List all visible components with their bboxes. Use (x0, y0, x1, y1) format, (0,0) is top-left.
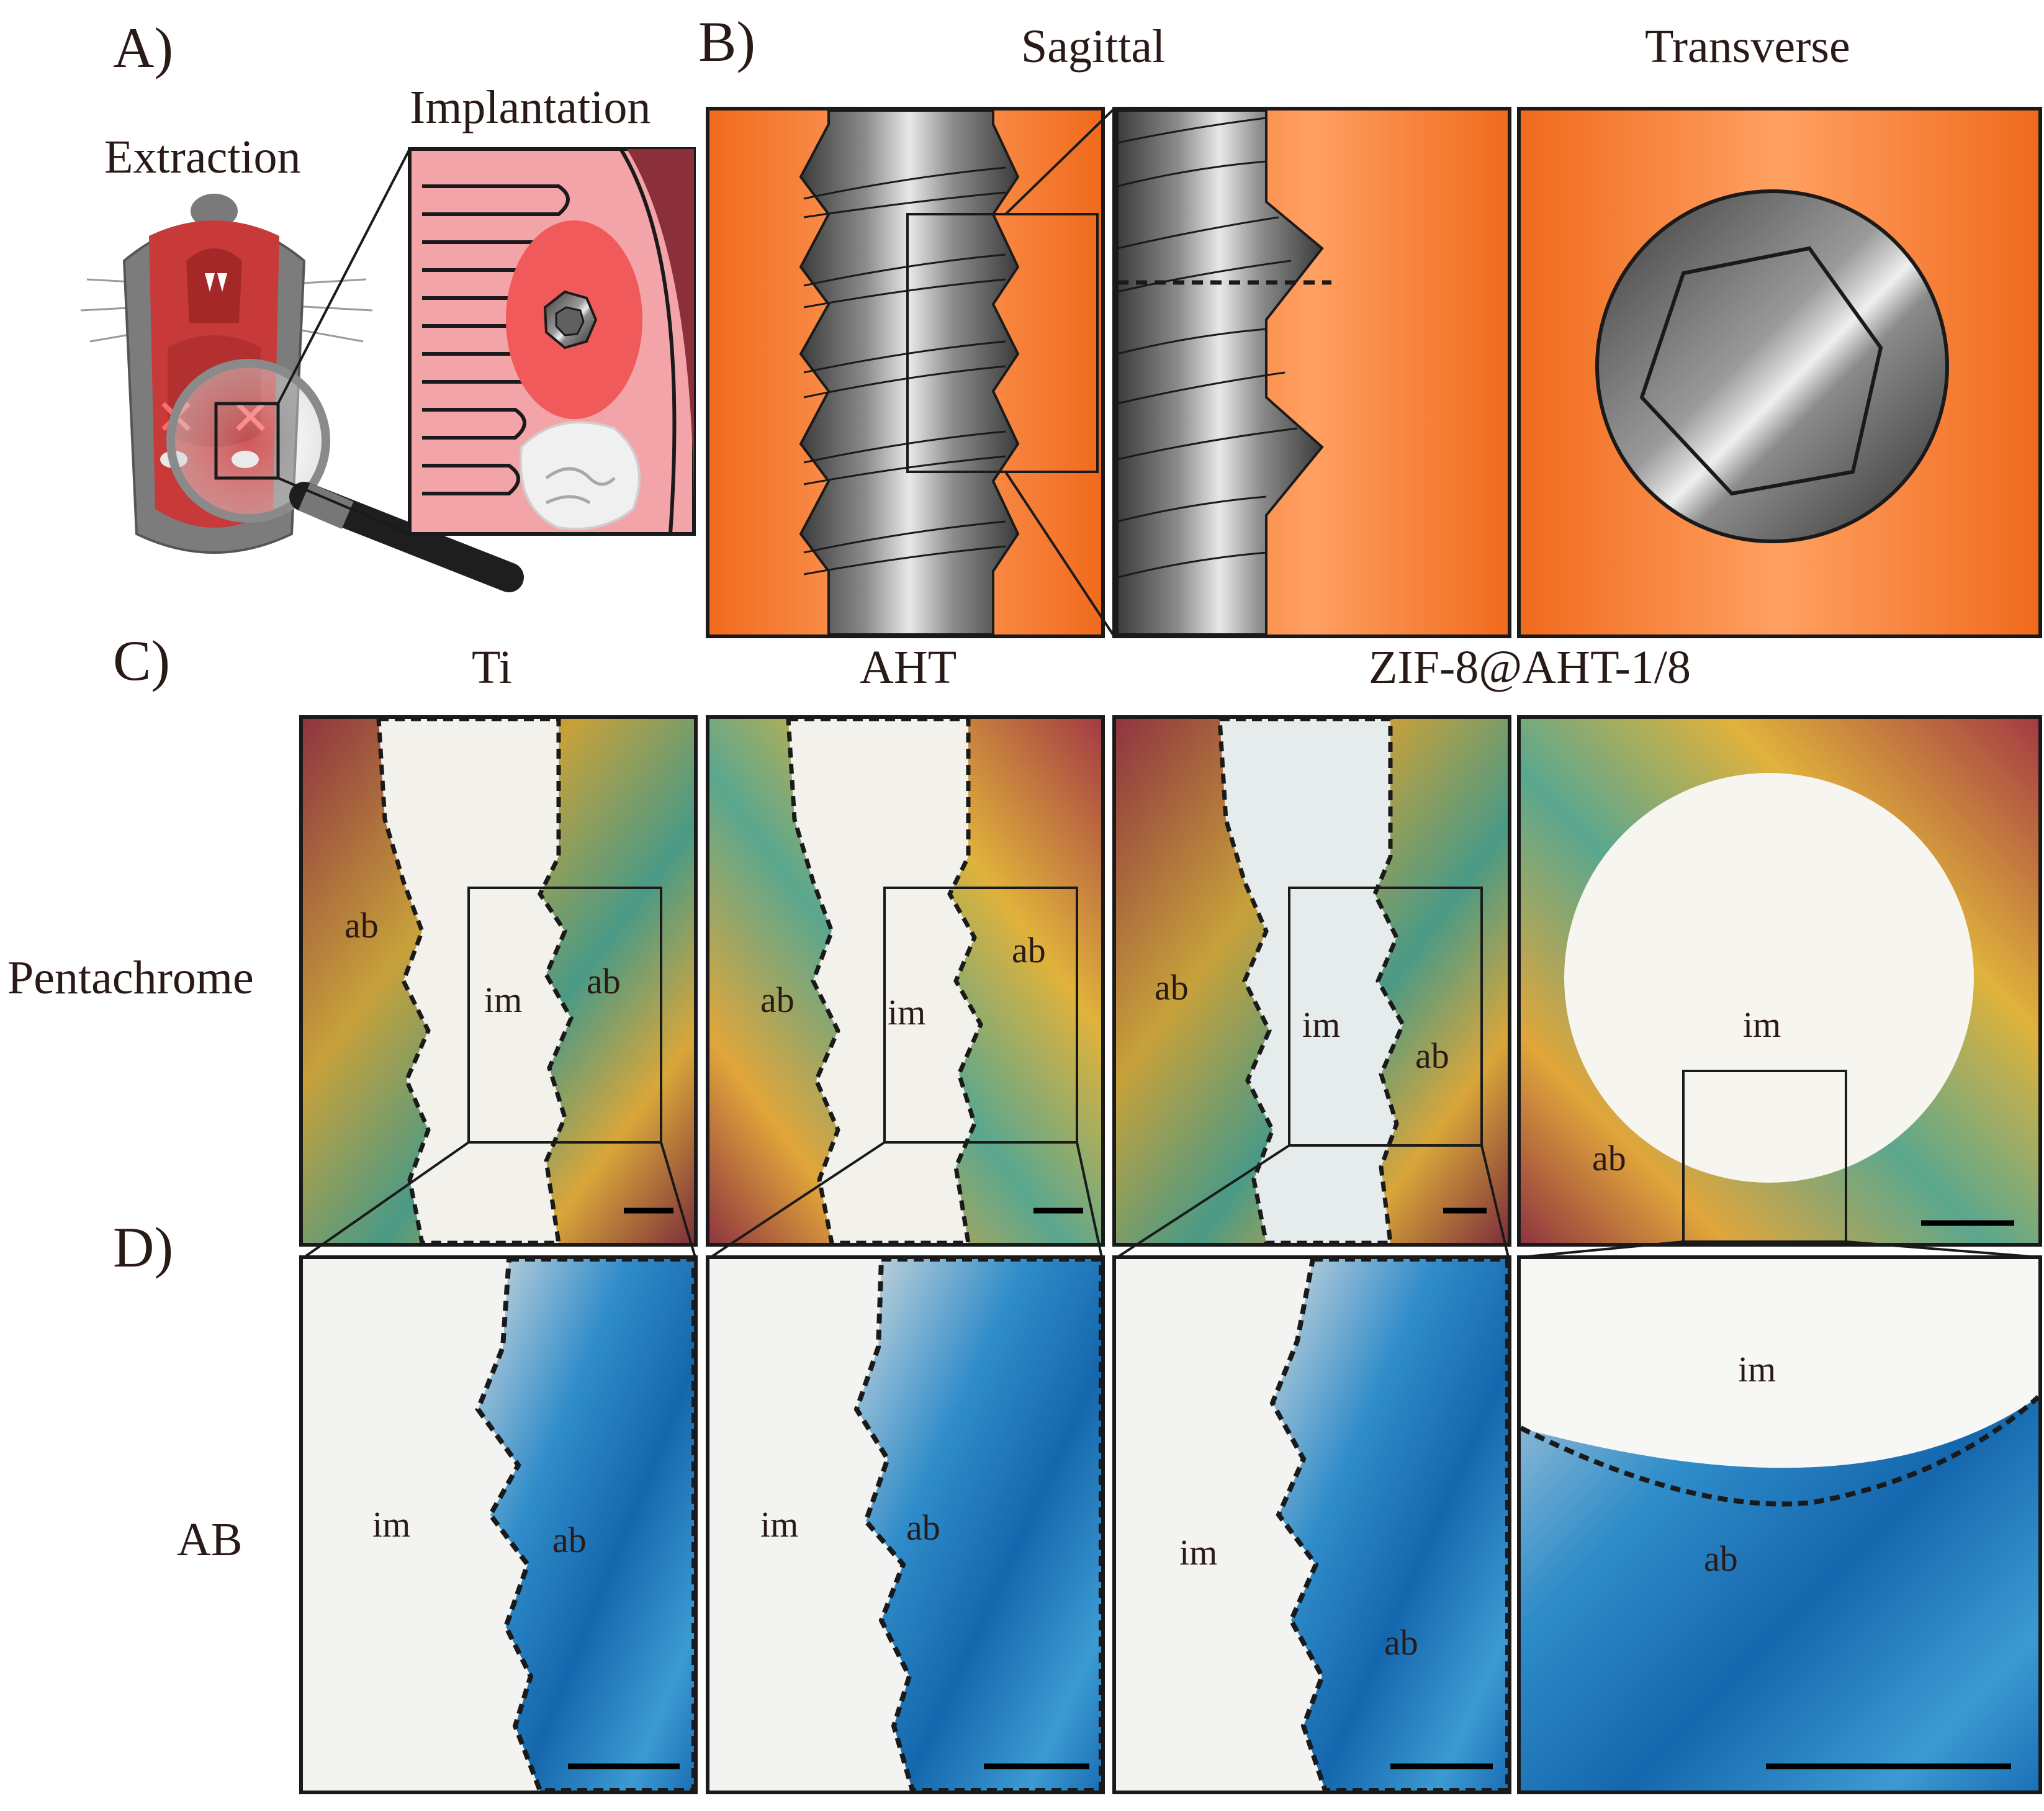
row-label-pentachrome: Pentachrome (7, 952, 254, 1004)
panel-b: B) Sagittal Transverse (698, 10, 2042, 638)
label-ab: ab (1384, 1622, 1418, 1663)
label-ab: ab (1012, 930, 1046, 970)
label-ab: ab (1155, 967, 1189, 1008)
column-label-ti: Ti (472, 641, 512, 693)
pentachrome-image-aht: ab im ab (706, 715, 1105, 1247)
panel-a-letter: A) (113, 16, 173, 79)
label-im: im (484, 980, 522, 1020)
alcian-blue-image-zif8-sagittal: im ab (1112, 1255, 1511, 1794)
alcian-blue-image-ti: im ab (299, 1255, 698, 1794)
panel-c-letter: C) (113, 629, 170, 692)
pentachrome-image-zif8-transverse: im ab (1517, 715, 2042, 1247)
label-ab: ab (587, 961, 621, 1001)
label-im: im (760, 1504, 798, 1545)
panel-c: C) Ti AHT ZIF-8@AHT-1/8 Pentachrome ab i… (7, 629, 2042, 1247)
label-ab: ab (1592, 1138, 1626, 1178)
label-ab: ab (906, 1507, 940, 1548)
label-ab: ab (1415, 1036, 1449, 1076)
pentachrome-image-ti: ab im ab (299, 715, 698, 1247)
implantation-label: Implantation (410, 81, 651, 133)
column-label-aht: AHT (860, 641, 957, 693)
implant-sagittal-full (706, 107, 1115, 638)
label-im: im (1179, 1532, 1217, 1573)
transverse-label: Transverse (1645, 20, 1850, 73)
label-im: im (1743, 1005, 1781, 1045)
panel-d-letter: D) (113, 1216, 173, 1279)
implantation-inset (408, 147, 696, 536)
row-label-ab: AB (177, 1514, 243, 1566)
magnifier-icon (166, 359, 524, 592)
alcian-blue-image-aht: im ab (706, 1255, 1105, 1794)
label-ab: ab (344, 905, 379, 946)
zoom-connectors (303, 1141, 2040, 1258)
sagittal-label: Sagittal (1021, 20, 1165, 73)
pentachrome-image-zif8-sagittal: ab im ab (1112, 715, 1511, 1247)
panel-b-letter: B) (698, 10, 755, 73)
label-im: im (888, 992, 925, 1032)
label-im: im (1302, 1005, 1340, 1045)
implant-transverse (1517, 107, 2042, 638)
label-ab: ab (552, 1520, 587, 1560)
label-ab: ab (760, 980, 795, 1020)
label-ab: ab (1704, 1538, 1738, 1579)
panel-d: D) AB im ab im ab im ab (113, 1216, 2042, 1794)
label-im: im (1738, 1349, 1776, 1389)
panel-a: A) Extraction Implantation ✕ ✕ (80, 16, 696, 592)
column-label-zif8-aht: ZIF-8@AHT-1/8 (1369, 641, 1691, 693)
extraction-label: Extraction (104, 131, 301, 183)
label-im: im (372, 1504, 410, 1545)
implant-sagittal-zoom (1112, 107, 1511, 638)
alcian-blue-image-zif8-transverse: im ab (1517, 1255, 2042, 1794)
